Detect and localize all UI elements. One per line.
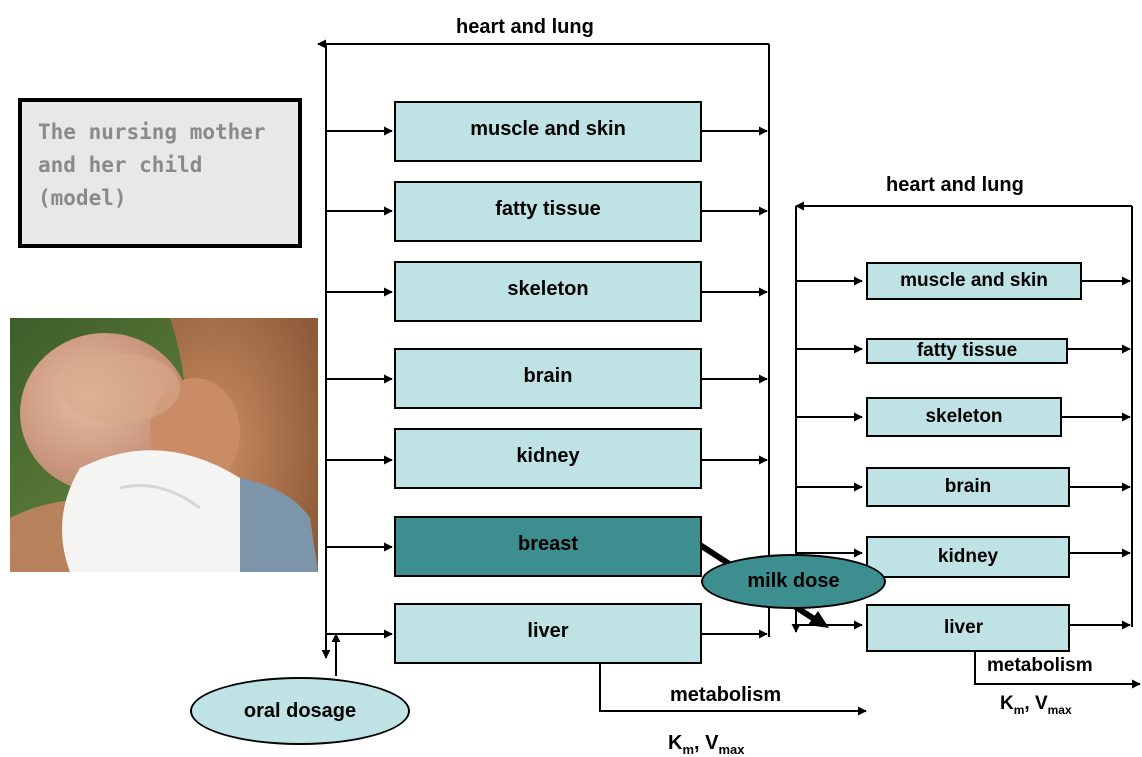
child-organ-brain: brain <box>866 467 1070 507</box>
diagram-title-box: The nursing mother and her child (model) <box>18 98 302 248</box>
mother-organ-breast: breast <box>394 516 702 577</box>
mother-organ-kidney: kidney <box>394 428 702 489</box>
mother-organ-brain: brain <box>394 348 702 409</box>
child-organ-muscle-skin: muscle and skin <box>866 262 1082 300</box>
mother-organ-liver: liver <box>394 603 702 664</box>
child-organ-skeleton: skeleton <box>866 397 1062 437</box>
mother-kinetics-label: Km, Vmax <box>668 732 745 757</box>
diagram-title: The nursing mother and her child (model) <box>38 116 288 215</box>
child-organ-liver: liver <box>866 604 1070 652</box>
milk-dose-oval: milk dose <box>701 554 886 609</box>
mother-heart-lung-label: heart and lung <box>456 16 594 39</box>
child-organ-fatty-tissue: fatty tissue <box>866 338 1068 364</box>
child-kinetics-label: Km, Vmax <box>1000 693 1072 717</box>
mother-organ-fatty-tissue: fatty tissue <box>394 181 702 242</box>
mother-organ-muscle-skin: muscle and skin <box>394 101 702 162</box>
mother-metabolism-label: metabolism <box>670 684 781 707</box>
nursing-photo <box>10 318 318 572</box>
child-heart-lung-label: heart and lung <box>886 174 1024 197</box>
child-metabolism-label: metabolism <box>987 655 1093 677</box>
mother-organ-skeleton: skeleton <box>394 261 702 322</box>
child-organ-kidney: kidney <box>866 536 1070 578</box>
oral-dosage-oval: oral dosage <box>190 677 410 745</box>
